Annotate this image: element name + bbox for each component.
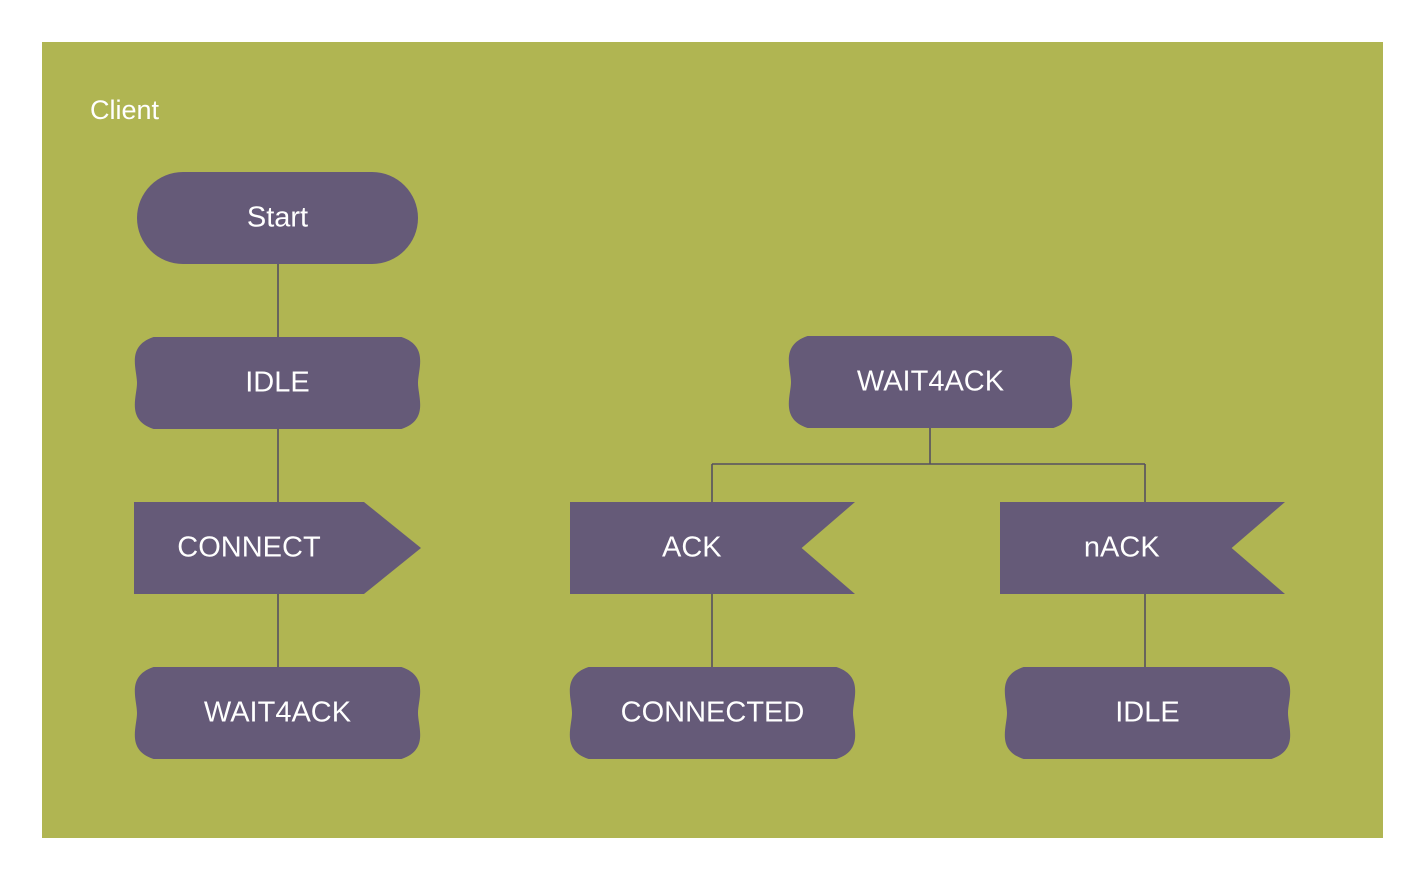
node-idle-right[interactable]: IDLE: [1004, 667, 1291, 759]
node-shape-connected[interactable]: [569, 667, 856, 759]
panel-title-client: Client: [90, 95, 160, 125]
node-label-nack: nACK: [1084, 532, 1160, 564]
node-connected[interactable]: CONNECTED: [569, 667, 856, 759]
node-shape-idle-right[interactable]: [1004, 667, 1291, 759]
node-label-idle-left: IDLE: [245, 367, 309, 399]
node-label-wait4ack-top: WAIT4ACK: [857, 366, 1005, 398]
node-label-start: Start: [247, 202, 308, 234]
node-shape-wait4ack-left[interactable]: [134, 667, 421, 759]
node-wait4ack-top[interactable]: WAIT4ACK: [788, 336, 1073, 428]
node-label-connected: CONNECTED: [621, 697, 805, 729]
node-label-idle-right: IDLE: [1115, 697, 1179, 729]
node-start[interactable]: Start: [137, 172, 418, 264]
node-shape-start[interactable]: [137, 172, 418, 264]
node-shape-ack[interactable]: [570, 502, 855, 594]
node-label-wait4ack-left: WAIT4ACK: [204, 697, 352, 729]
connector-lines: [277, 264, 1146, 667]
node-nack[interactable]: nACK: [1000, 502, 1285, 594]
node-ack[interactable]: ACK: [570, 502, 855, 594]
node-shape-idle-left[interactable]: [134, 337, 421, 429]
node-shape-connect[interactable]: [134, 502, 421, 594]
node-label-ack: ACK: [662, 532, 722, 564]
node-connect[interactable]: CONNECT: [134, 502, 421, 594]
node-wait4ack-left[interactable]: WAIT4ACK: [134, 667, 421, 759]
node-label-connect: CONNECT: [177, 532, 321, 564]
node-shape-wait4ack-top[interactable]: [788, 336, 1073, 428]
node-shape-nack[interactable]: [1000, 502, 1285, 594]
node-idle-left[interactable]: IDLE: [134, 337, 421, 429]
